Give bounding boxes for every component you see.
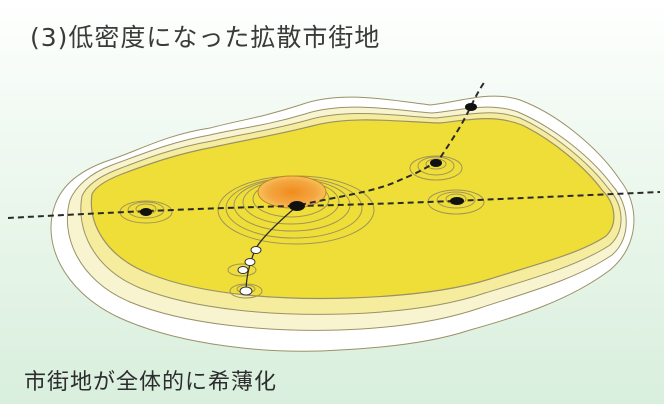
rail-line-northeast bbox=[299, 79, 487, 206]
south-line-stations bbox=[237, 246, 262, 296]
northeast-subcenter-contours bbox=[409, 155, 463, 181]
central-station bbox=[289, 201, 305, 211]
east-station bbox=[450, 197, 464, 205]
west-station bbox=[140, 208, 152, 216]
northeast-station bbox=[430, 159, 442, 167]
diagram-title: (3)低密度になった拡散市街地 bbox=[30, 23, 381, 52]
urban-area bbox=[90, 118, 615, 300]
rail-line-east-west bbox=[7, 191, 661, 219]
north-terminal-station bbox=[465, 103, 477, 111]
diagram-caption: 市街地が全体的に希薄化 bbox=[24, 370, 278, 395]
